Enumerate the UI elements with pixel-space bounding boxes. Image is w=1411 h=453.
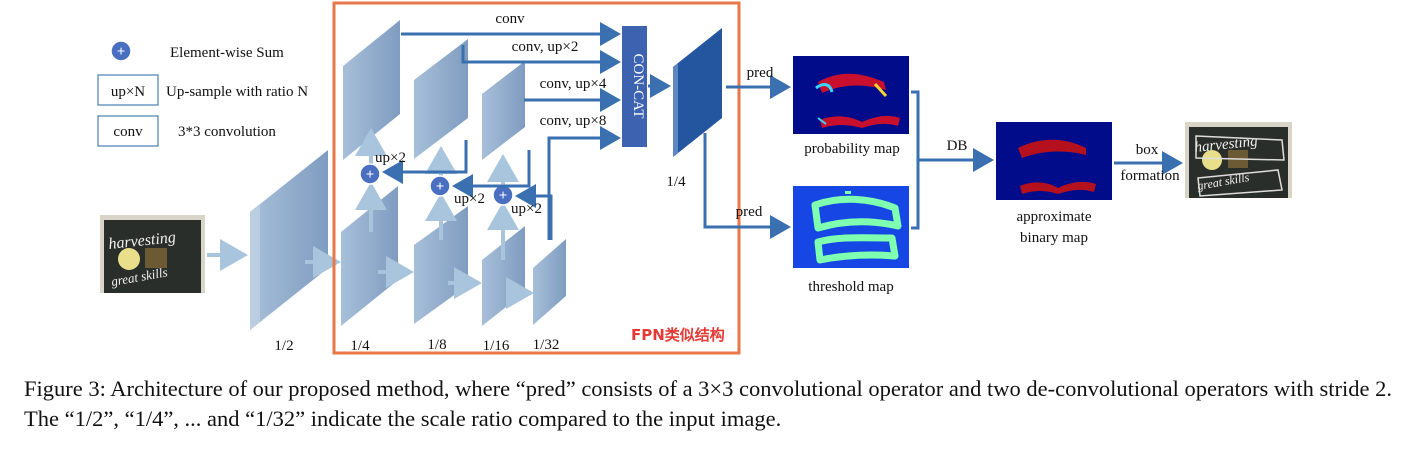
threshold-map-label: threshold map [808, 279, 893, 295]
feature-map-1-8-top [414, 39, 468, 159]
output-image: harvesting great skills [1185, 122, 1292, 198]
approximate-map-label-2: binary map [1020, 230, 1088, 246]
conv-label-2: conv, up×2 [512, 39, 579, 55]
input-image-text-1: harvesting [108, 229, 177, 253]
sum-icon [110, 40, 132, 62]
concat-block [622, 26, 647, 147]
legend-sum-label: Element-wise Sum [170, 45, 284, 61]
figure-caption: Figure 3: Architecture of our proposed m… [24, 376, 1392, 431]
feature-map-1-16-top [482, 61, 525, 160]
scale-label-1-16: 1/16 [483, 338, 510, 354]
pred-label-top: pred [747, 65, 774, 81]
legend-up-box-text: up×N [111, 84, 145, 100]
sum-circle-3-symbol: + [499, 188, 508, 204]
probability-map-label: probability map [804, 141, 899, 157]
sum-circle-1-symbol: + [366, 167, 375, 183]
scale-label-1-8: 1/8 [427, 337, 446, 353]
scale-label-1-2: 1/2 [274, 338, 293, 354]
concat-label: CON-CAT [630, 53, 646, 118]
fpn-box-label: FPN类似结构 [631, 326, 725, 344]
up-label-3: up×2 [511, 201, 542, 217]
scale-label-1-4: 1/4 [350, 338, 370, 354]
feature-map-1-4-top [343, 20, 400, 160]
conv-label-4: conv, up×8 [540, 113, 607, 129]
legend: + Element-wise Sum up×N Up-sample with r… [97, 40, 308, 147]
legend-up-label: Up-sample with ratio N [166, 84, 308, 100]
scale-label-concat: 1/4 [666, 174, 686, 190]
conv-label-1: conv [495, 11, 525, 27]
fpn-box [332, 1, 741, 355]
sum-circle-2 [429, 175, 451, 197]
probability-map-image [793, 56, 909, 134]
output-image-text-1: harvesting [1194, 133, 1259, 156]
conv-label-3: conv, up×4 [540, 76, 607, 92]
box-formation-label-1: box [1136, 142, 1159, 158]
pred-label-bottom: pred [736, 204, 763, 220]
input-image: harvesting great skills [100, 215, 205, 293]
fused-feature-map [673, 28, 722, 157]
legend-conv-box [97, 115, 159, 147]
db-label: DB [947, 138, 968, 154]
approximate-map-label-1: approximate [1017, 209, 1092, 225]
feature-map-1-16-bottom [482, 226, 525, 326]
up-label-1: up×2 [375, 150, 406, 166]
approximate-binary-map-image [996, 122, 1112, 200]
legend-conv-label: 3*3 convolution [178, 124, 276, 140]
feature-map-1-4-bottom [341, 186, 398, 326]
legend-up-box [97, 74, 159, 106]
legend-conv-box-text: conv [113, 124, 143, 140]
feature-map-1-2 [250, 150, 328, 330]
scale-label-1-32: 1/32 [533, 337, 560, 353]
sum-icon-symbol: + [117, 44, 126, 60]
sum-circle-2-symbol: + [436, 179, 445, 195]
box-formation-label-2: formation [1120, 168, 1180, 184]
threshold-map-image [793, 186, 909, 268]
sum-circle-1 [359, 163, 381, 185]
up-label-2: up×2 [454, 191, 485, 207]
feature-map-1-32-bottom [533, 239, 566, 325]
